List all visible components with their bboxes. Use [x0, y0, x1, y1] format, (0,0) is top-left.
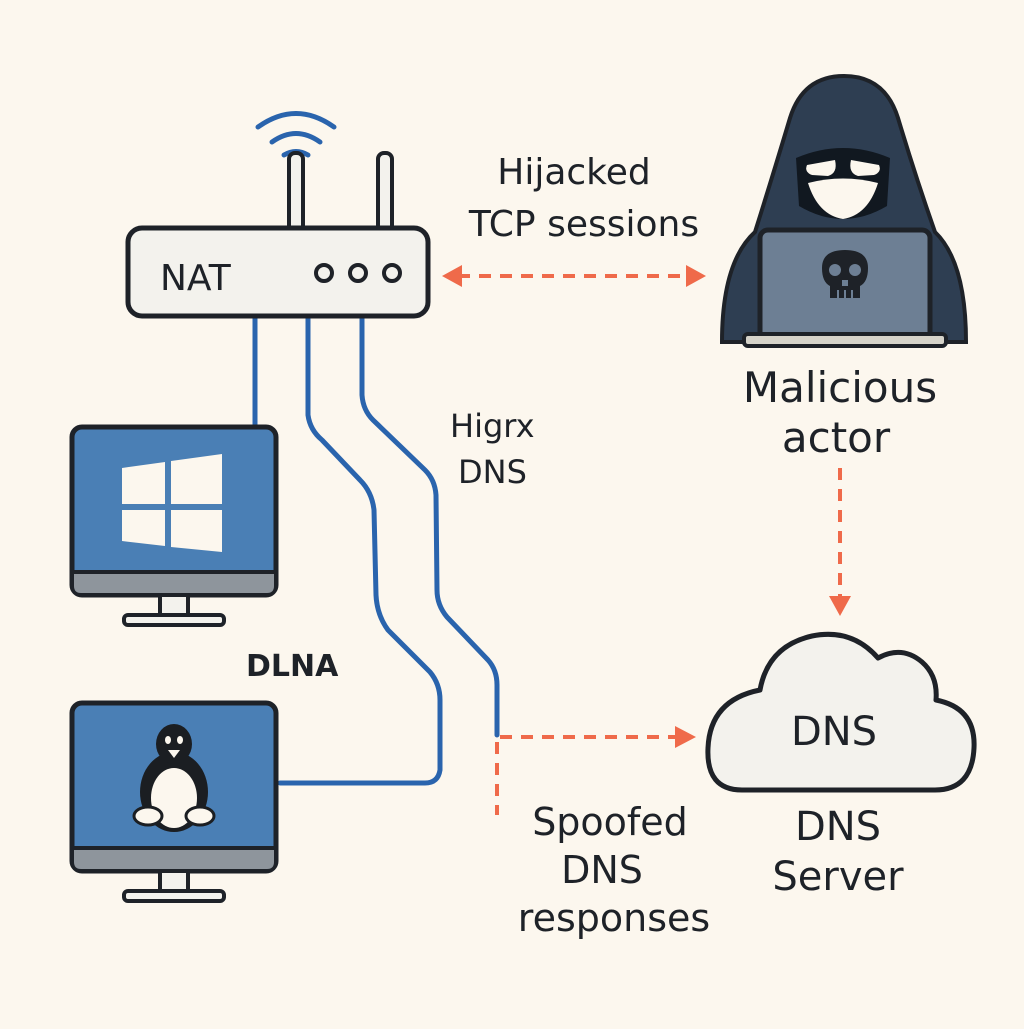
diagram-labels: Hijacked TCP sessions Higrx DNS DLNA Spo…	[246, 152, 937, 940]
spoofed-label-line1: Spoofed	[532, 800, 688, 844]
router-label: NAT	[160, 258, 232, 299]
hijack-arrowhead-right	[686, 265, 706, 287]
arrow-heads	[442, 265, 851, 748]
network-cables	[252, 312, 500, 786]
hacker-mask	[808, 178, 878, 219]
cable-to-dns-path	[359, 312, 500, 738]
monitor-chin	[74, 572, 274, 593]
router-body	[125, 225, 431, 319]
tux-penguin-icon	[132, 724, 216, 832]
spoofed-arrowhead-right	[675, 726, 696, 748]
cable-to-linux-pc	[277, 312, 443, 786]
windows-monitor-icon	[69, 424, 279, 627]
cloud-icon: DNS	[705, 631, 977, 793]
linux-monitor-icon	[69, 700, 279, 903]
router-antenna-left	[287, 151, 305, 237]
windows-logo-icon	[122, 454, 222, 552]
hijacked-label-line1: Hijacked	[497, 152, 651, 193]
actor-label-line2: actor	[782, 413, 891, 462]
higrx-label-line2: DNS	[458, 453, 527, 491]
dns-server-label-line1: DNS	[795, 804, 881, 850]
spoofed-label-line2: DNS	[561, 848, 643, 892]
monitor-foot	[122, 613, 226, 627]
router-led	[314, 263, 334, 283]
dns-cloud-shape	[705, 631, 977, 793]
router-icon: NAT	[125, 111, 431, 319]
wifi-icon	[255, 111, 337, 158]
router-led	[348, 263, 368, 283]
attack-arrows	[458, 274, 842, 815]
router-antenna-right	[376, 151, 394, 237]
hacker-mask	[806, 160, 836, 176]
skull-icon	[822, 250, 868, 298]
hacker-laptop	[742, 227, 948, 348]
spoofed-label-line3: responses	[518, 896, 710, 940]
hacker-mask	[850, 160, 880, 176]
dns-cloud-label: DNS	[791, 709, 877, 755]
monitor-chin	[74, 848, 274, 869]
router-led	[382, 263, 402, 283]
actor-label-line1: Malicious	[743, 363, 937, 412]
hijacked-label-line2: TCP sessions	[468, 204, 699, 245]
higrx-label-line1: Higrx	[450, 407, 535, 445]
dns-server-label-line2: Server	[772, 854, 904, 900]
dns-arrowhead-down	[829, 596, 851, 616]
hooded-hacker-icon	[719, 73, 969, 348]
hijack-arrowhead-left	[442, 265, 462, 287]
dlna-label: DLNA	[246, 649, 339, 684]
monitor-foot	[122, 889, 226, 903]
